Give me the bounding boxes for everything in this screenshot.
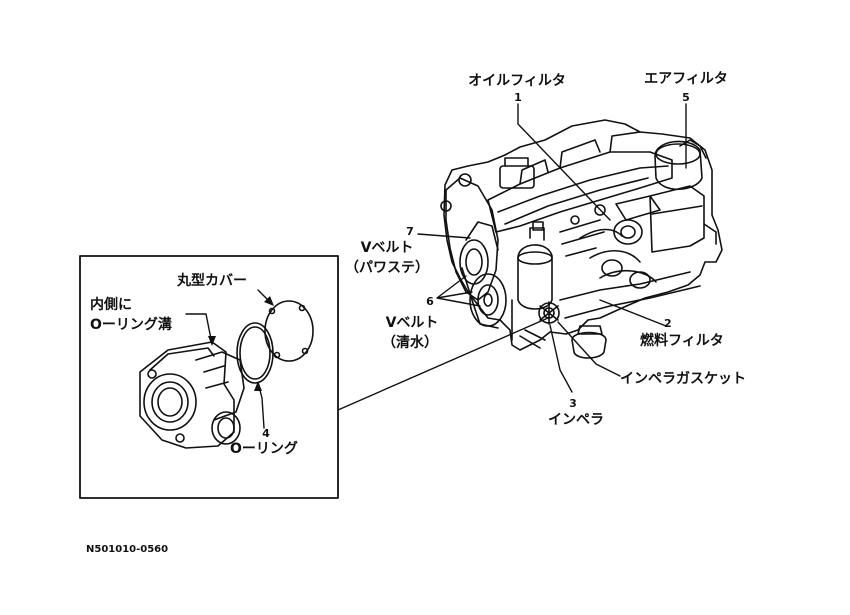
oil-filter-label: オイルフィルタ [468,73,566,89]
leader-lines [337,103,687,411]
figure-code: N501010-0560 [86,544,169,555]
callout-1: 1 [514,91,522,104]
v-belt-power-steering-sub: （パワステ） [345,260,429,276]
callout-4: 4 [262,427,270,440]
round-cover-label: 丸型カバー [177,273,247,289]
fuel-filter-label: 燃料フィルタ [640,333,724,349]
air-filter-label: エアフィルタ [644,71,728,87]
o-ring-label: Oーリング [230,441,298,457]
v-belt-power-steering-label: Vベルト [360,240,414,256]
arrowheads [208,296,274,391]
callout-5: 5 [682,91,690,104]
callout-2: 2 [664,317,672,330]
callout-3: 3 [569,397,577,410]
o-ring-groove-label-line1: 内側に [90,297,132,313]
inset-detail [79,255,339,499]
v-belt-fresh-water-label: Vベルト [385,315,439,331]
callout-6: 6 [426,295,434,308]
callout-7: 7 [406,225,414,238]
impeller-gasket-label: インペラガスケット [620,371,746,387]
o-ring-groove-label-line2: Oーリング溝 [90,317,172,333]
impeller-label: インペラ [548,412,604,428]
engine-illustration [440,119,723,359]
v-belt-fresh-water-sub: （清水） [382,335,438,351]
